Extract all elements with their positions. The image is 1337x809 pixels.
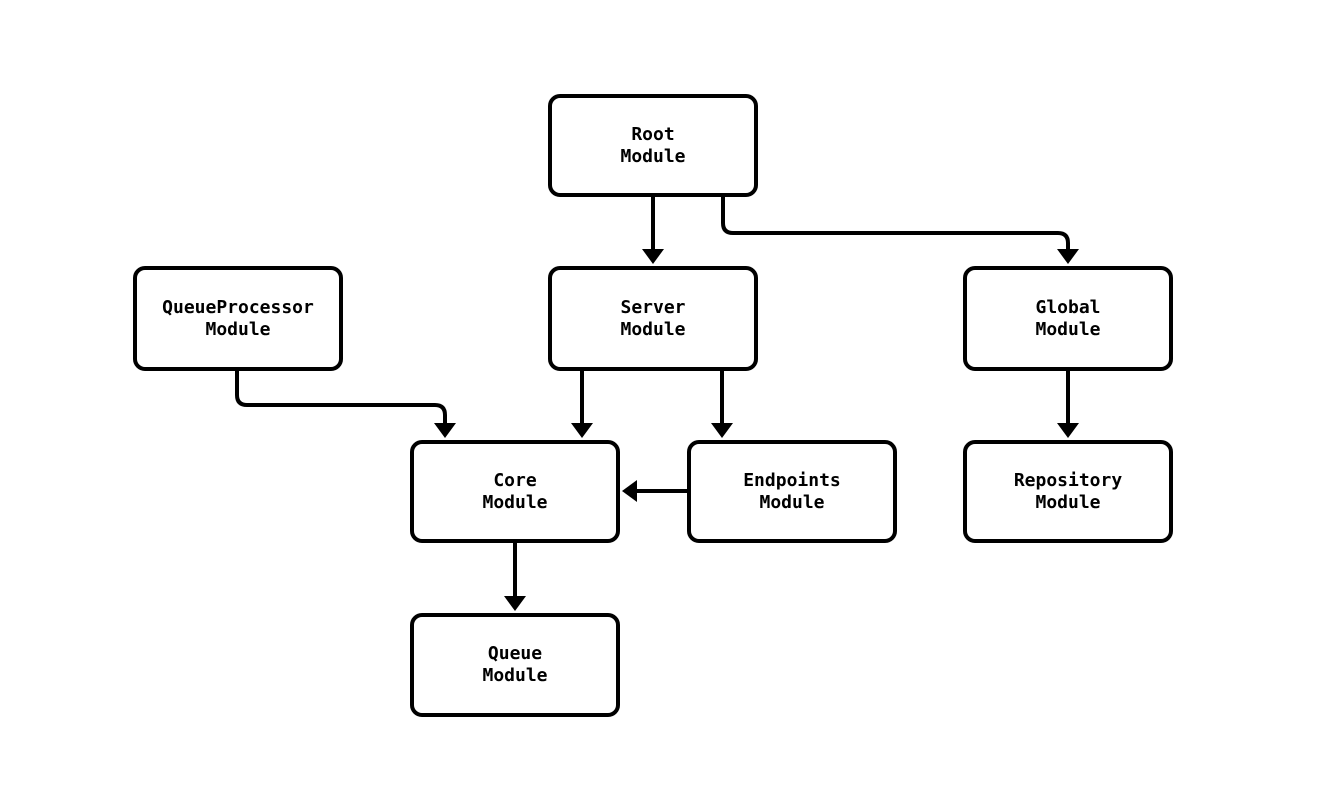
node-repository-module-line2: Module xyxy=(1035,491,1101,513)
node-server-module-line2: Module xyxy=(620,318,686,340)
node-endpoints-module-line1: Endpoints xyxy=(743,469,841,491)
node-queue-module-line1: Queue xyxy=(487,643,543,664)
edge-global-to-repository xyxy=(1057,371,1079,438)
edge-server-to-endpoints xyxy=(711,371,733,438)
node-queue-module-line2: Module xyxy=(482,665,548,686)
node-server-module[interactable]: Server Module xyxy=(548,266,758,371)
node-root-module-line2: Module xyxy=(620,145,686,167)
node-global-module-line2: Module xyxy=(1035,318,1101,340)
edge-core-to-queue xyxy=(504,543,526,611)
node-global-module[interactable]: Global Module xyxy=(963,266,1173,371)
node-server-module-line1: Server xyxy=(620,296,686,318)
edge-server-to-core xyxy=(571,371,593,438)
node-core-module-line2: Module xyxy=(482,491,548,513)
edge-endpoints-to-core xyxy=(622,480,687,502)
node-endpoints-module-line2: Module xyxy=(759,491,825,513)
edge-root-to-global xyxy=(721,197,1079,264)
node-repository-module[interactable]: Repository Module xyxy=(963,440,1173,543)
node-queue-module[interactable]: Queue Module xyxy=(410,613,620,717)
node-queueprocessor-module[interactable]: QueueProcessor Module xyxy=(133,266,343,371)
node-root-module-line1: Root xyxy=(631,123,675,145)
node-core-module-line1: Core xyxy=(493,469,537,491)
node-endpoints-module[interactable]: Endpoints Module xyxy=(687,440,897,543)
node-root-module[interactable]: Root Module xyxy=(548,94,758,197)
node-queueprocessor-module-line1: QueueProcessor xyxy=(162,296,314,318)
node-repository-module-line1: Repository xyxy=(1013,469,1123,491)
edge-queueprocessor-to-core xyxy=(235,371,456,438)
edge-root-to-server xyxy=(642,197,664,264)
node-queueprocessor-module-line2: Module xyxy=(205,318,271,340)
node-global-module-line1: Global xyxy=(1035,296,1101,318)
node-core-module[interactable]: Core Module xyxy=(410,440,620,543)
